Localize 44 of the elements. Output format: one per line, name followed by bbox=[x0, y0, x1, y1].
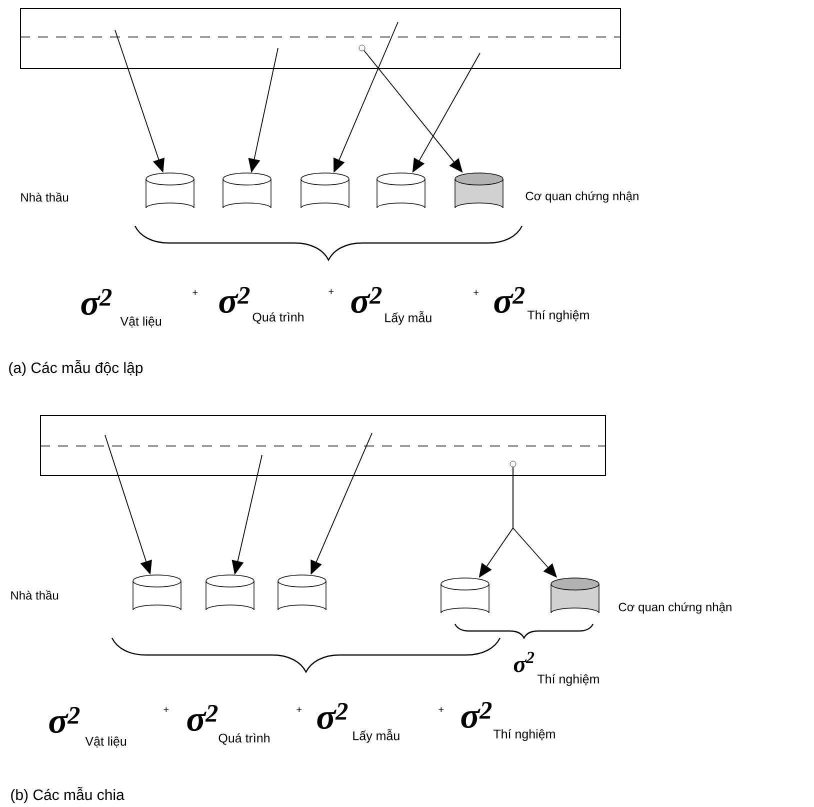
sigma-symbol: σ$^{2}$ bbox=[219, 286, 250, 314]
plus-sign: + bbox=[328, 289, 334, 294]
plus-sign: + bbox=[296, 707, 302, 712]
panel-caption: (b) Các mẫu chia bbox=[11, 786, 124, 804]
side-label: Cơ quan chứng nhận bbox=[618, 602, 732, 614]
sample-cylinder bbox=[300, 172, 350, 208]
sigma-symbol: σ$^{2}$ bbox=[49, 706, 80, 734]
panel-caption: (a) Các mẫu độc lập bbox=[9, 360, 143, 376]
sample-cylinder bbox=[278, 574, 326, 610]
plus-sign: + bbox=[164, 707, 169, 712]
sigma-symbol: σ$^{2}$ bbox=[187, 704, 218, 732]
plus-sign: + bbox=[438, 707, 444, 712]
sigma-symbol: σ$^{2}$ bbox=[317, 702, 348, 730]
sample-cylinder bbox=[550, 578, 600, 614]
sample-cylinder bbox=[222, 172, 272, 208]
sample-cylinder bbox=[376, 172, 426, 208]
subscript-label: Quá trình bbox=[218, 733, 270, 745]
plus-sign: + bbox=[474, 290, 479, 296]
sample-cylinder bbox=[206, 574, 254, 610]
sigma-symbol: σ$^{2}$ bbox=[514, 652, 534, 672]
plus-sign: + bbox=[192, 290, 198, 296]
side-label: Cơ quan chứng nhận bbox=[526, 191, 638, 203]
sample-cylinder bbox=[440, 578, 490, 614]
subscript-label: Thí nghiệm bbox=[494, 729, 555, 741]
subscript-label: Vật liệu bbox=[85, 736, 126, 748]
sample-cylinder bbox=[132, 574, 182, 610]
subscript-label: Lấy mẫu bbox=[385, 311, 432, 325]
sampling-point bbox=[510, 460, 516, 468]
sigma-symbol: σ$^{2}$ bbox=[461, 702, 492, 728]
sample-cylinder bbox=[146, 172, 194, 208]
side-label: Nhà thầu bbox=[11, 590, 58, 600]
sample-cylinder bbox=[454, 172, 504, 208]
subscript-label: Vật liệu bbox=[120, 316, 162, 328]
subscript-label: Quá trình bbox=[252, 312, 304, 324]
side-label: Nhà thầu bbox=[21, 192, 68, 202]
roadway-band bbox=[40, 415, 606, 476]
roadway-band bbox=[20, 8, 622, 69]
subscript-label: Thí nghiệm bbox=[528, 310, 589, 322]
sigma-symbol: σ$^{2}$ bbox=[81, 288, 112, 316]
sigma-symbol: σ$^{2}$ bbox=[494, 286, 525, 314]
subscript-label: Thí nghiệm bbox=[538, 674, 599, 686]
sampling-point bbox=[358, 44, 366, 52]
sigma-symbol: σ$^{2}$ bbox=[351, 286, 382, 314]
subscript-label: Lấy mẫu bbox=[353, 729, 400, 743]
